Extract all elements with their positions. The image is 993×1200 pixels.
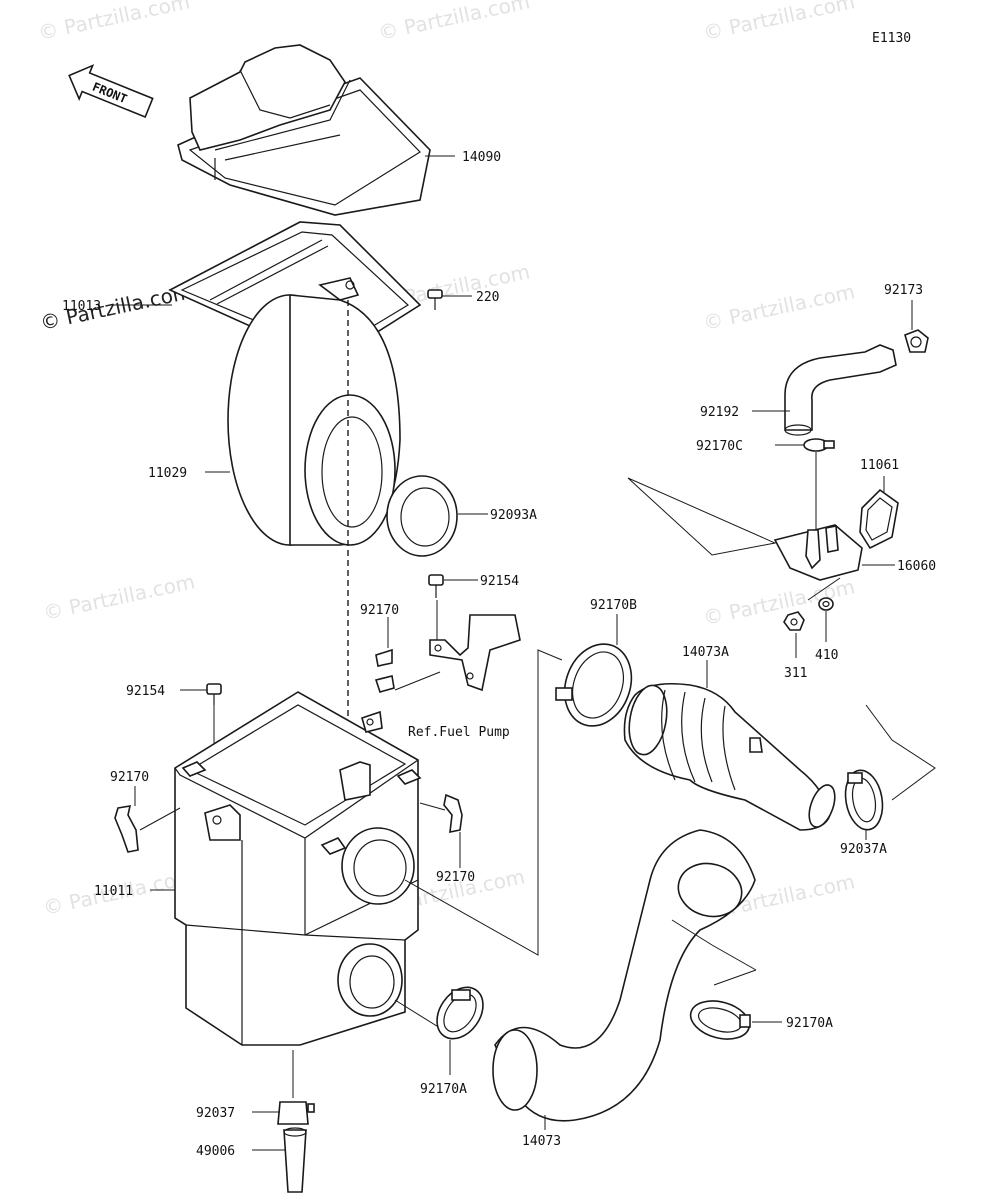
label-92170A-right: 92170A bbox=[786, 1016, 833, 1031]
gasket-11061 bbox=[859, 488, 899, 550]
label-16060: 16060 bbox=[897, 559, 936, 574]
label-92037A: 92037A bbox=[840, 842, 887, 857]
clip-92170-right bbox=[443, 793, 463, 834]
label-92170-left: 92170 bbox=[110, 770, 149, 785]
fuel-pump-bracket bbox=[429, 614, 521, 692]
label-11011: 11011 bbox=[94, 884, 133, 899]
hose-clamp-92037A bbox=[844, 769, 884, 831]
label-14090: 14090 bbox=[462, 150, 501, 165]
label-92093A: 92093A bbox=[490, 508, 537, 523]
ref-note: Ref.Fuel Pump bbox=[408, 725, 510, 740]
label-92192: 92192 bbox=[700, 405, 739, 420]
hose-clamp-92173 bbox=[904, 329, 929, 353]
air-cleaner-cover bbox=[177, 44, 431, 216]
label-92170-right: 92170 bbox=[436, 870, 475, 885]
label-410: 410 bbox=[815, 648, 838, 663]
watermark: © Partzilla.com bbox=[41, 569, 197, 625]
nut-311 bbox=[783, 611, 805, 631]
intake-duct-14073 bbox=[492, 829, 756, 1122]
label-92154-top: 92154 bbox=[480, 574, 519, 589]
watermark: © Partzilla.com bbox=[376, 0, 532, 45]
label-92173: 92173 bbox=[884, 283, 923, 298]
screw-220 bbox=[427, 289, 443, 310]
label-92170-upper: 92170 bbox=[360, 603, 399, 618]
front-arrow-icon: FRONT bbox=[68, 64, 154, 119]
drain-cap-92037 bbox=[277, 1101, 315, 1125]
diagram-code: E1130 bbox=[872, 31, 911, 46]
watermark: © Partzilla.com bbox=[701, 0, 857, 45]
watermark: © Partzilla.com bbox=[36, 0, 192, 45]
label-14073: 14073 bbox=[522, 1134, 561, 1149]
air-cleaner-case bbox=[174, 691, 422, 1046]
air-filter-element bbox=[227, 277, 401, 546]
label-92037: 92037 bbox=[196, 1106, 235, 1121]
label-92170A-left: 92170A bbox=[420, 1082, 467, 1097]
label-14073A: 14073A bbox=[682, 645, 729, 660]
clip-92170-left bbox=[114, 805, 139, 853]
label-92170B: 92170B bbox=[590, 598, 637, 613]
watermark: © Partzilla.com bbox=[701, 279, 857, 335]
label-11013: 11013 bbox=[62, 299, 101, 314]
label-11061: 11061 bbox=[860, 458, 899, 473]
label-220: 220 bbox=[476, 290, 499, 305]
drain-tube-49006 bbox=[283, 1127, 307, 1193]
breather-fitting-16060 bbox=[773, 524, 863, 581]
breather-hose-92192 bbox=[784, 344, 897, 436]
clip-92170-upper bbox=[374, 648, 395, 693]
hose-clamp-92170A-right bbox=[689, 1000, 751, 1040]
label-311: 311 bbox=[784, 666, 807, 681]
intake-hose-14073A bbox=[623, 682, 836, 831]
label-92170C: 92170C bbox=[696, 439, 743, 454]
label-92154-left: 92154 bbox=[126, 684, 165, 699]
bolt-92154-left bbox=[206, 683, 222, 705]
label-49006: 49006 bbox=[196, 1144, 235, 1159]
bolt-92154-top bbox=[428, 574, 444, 598]
label-11029: 11029 bbox=[148, 466, 187, 481]
washer-410 bbox=[818, 597, 834, 611]
hose-clamp-92170B bbox=[555, 643, 633, 727]
hose-clamp-92170A-left bbox=[436, 986, 484, 1040]
filter-seal-ring bbox=[386, 475, 458, 557]
hose-clamp-92170C bbox=[803, 438, 835, 452]
